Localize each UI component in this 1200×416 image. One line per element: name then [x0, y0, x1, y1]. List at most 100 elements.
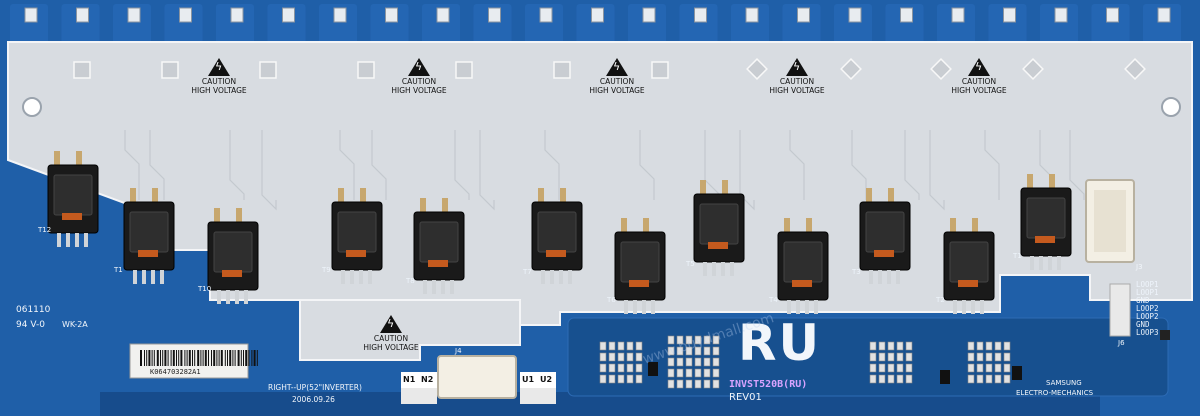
smd-resistor — [599, 374, 607, 384]
smd-resistor — [676, 335, 684, 345]
barcode-bar — [213, 350, 216, 366]
transformer-core — [620, 241, 660, 283]
shield-trace — [904, 130, 920, 200]
shield-pad — [651, 61, 669, 79]
smd-resistor — [905, 374, 913, 384]
finger-pad — [797, 7, 810, 23]
barcode-bar — [148, 350, 151, 366]
transformer-pin-bottom — [624, 300, 628, 314]
shield-pad — [1124, 58, 1146, 80]
barcode-bar — [176, 350, 177, 366]
edge-finger — [731, 4, 769, 44]
smd-resistor — [967, 341, 975, 351]
transformer-pin-bottom — [730, 262, 734, 276]
smd-resistor — [626, 363, 634, 373]
finger-pad — [76, 7, 89, 23]
barcode-bar — [234, 350, 236, 366]
edge-connector-fingers — [10, 4, 1181, 44]
barcode-bar — [208, 350, 209, 366]
finger-pad — [848, 7, 862, 23]
finger-pad — [385, 7, 398, 23]
barcode-bar — [144, 350, 145, 366]
transformer-pin-top — [722, 180, 728, 196]
transformer-pin-bottom — [423, 280, 427, 294]
smd-resistor — [676, 379, 684, 389]
edge-finger — [525, 4, 563, 44]
shield-trace — [984, 130, 1000, 200]
transformer-pin-top — [152, 188, 158, 204]
smd-resistor — [878, 363, 886, 373]
shield-pad — [840, 58, 862, 80]
barcode-bar — [245, 350, 248, 366]
transformer-pin-bottom — [244, 290, 248, 304]
smd-resistor — [617, 374, 625, 384]
connector-j6 — [1109, 283, 1131, 337]
edge-finger — [473, 4, 512, 44]
transformer-pin-bottom — [151, 270, 155, 284]
transformer-pin-bottom — [787, 300, 791, 314]
transformer-pin-top — [784, 218, 790, 234]
smd-resistor — [976, 374, 984, 384]
transformer-core — [699, 203, 739, 245]
board-code: 061110 — [16, 305, 51, 315]
transformer-coil — [958, 280, 978, 287]
barcode-bar — [178, 350, 180, 366]
smd-resistor — [869, 363, 877, 373]
transformer-pin-bottom — [642, 300, 646, 314]
transformer-pin-bottom — [217, 290, 221, 304]
smd-resistor — [703, 368, 711, 378]
transformer-pin-bottom — [703, 262, 707, 276]
smd-resistor — [685, 368, 693, 378]
smd-resistor — [608, 374, 616, 384]
smd-resistor — [887, 341, 895, 351]
finger-pad — [900, 7, 913, 23]
transformer-pin-top — [338, 188, 344, 204]
smd-resistor — [712, 335, 720, 345]
finger-pad — [1157, 7, 1171, 23]
mount-hole-left — [22, 97, 42, 117]
smd-resistor — [896, 341, 904, 351]
smd-resistor — [967, 374, 975, 384]
transformer-pin-bottom — [226, 290, 230, 304]
smd-resistor — [685, 346, 693, 356]
transformer-pin-top — [700, 180, 706, 196]
transformer-pin-top — [360, 188, 366, 204]
edge-finger — [267, 4, 306, 44]
barcode-bar — [140, 350, 142, 366]
smd-resistor — [617, 341, 625, 351]
transformer-core — [949, 241, 989, 283]
smd-resistor — [869, 341, 877, 351]
edge-finger — [164, 4, 203, 44]
transformer-pin-bottom — [1048, 256, 1052, 270]
finger-pad — [642, 7, 656, 23]
smd-resistor — [703, 357, 711, 367]
edge-finger — [1143, 4, 1181, 44]
smd-resistor — [694, 379, 702, 389]
transformer-pin-top — [538, 188, 544, 204]
transformer-core — [213, 231, 253, 273]
smd-resistor — [626, 352, 634, 362]
smd-resistor — [599, 341, 607, 351]
transformer-coil — [62, 213, 82, 220]
smd-resistor — [667, 368, 675, 378]
shield-trace — [544, 130, 560, 200]
barcode-bar — [197, 350, 200, 366]
transformer-label: T5 — [686, 260, 695, 268]
barcode-bar — [156, 350, 159, 366]
transformer-pin-top — [866, 188, 872, 204]
barcode-bar — [229, 350, 232, 366]
smd-resistor — [976, 363, 984, 373]
smd-resistor — [635, 341, 643, 351]
smd-resistor — [608, 352, 616, 362]
pad-n-base — [401, 388, 437, 404]
transformer-pin-bottom — [712, 262, 716, 276]
barcode-bar — [224, 350, 226, 366]
loop-label: LOOP1 — [1136, 288, 1159, 297]
finger-pad — [1054, 7, 1068, 23]
smd-resistor — [703, 335, 711, 345]
smd-resistor — [694, 335, 702, 345]
barcode-bar — [248, 350, 250, 366]
transformer-pin-bottom — [962, 300, 966, 314]
smd-resistor — [976, 341, 984, 351]
